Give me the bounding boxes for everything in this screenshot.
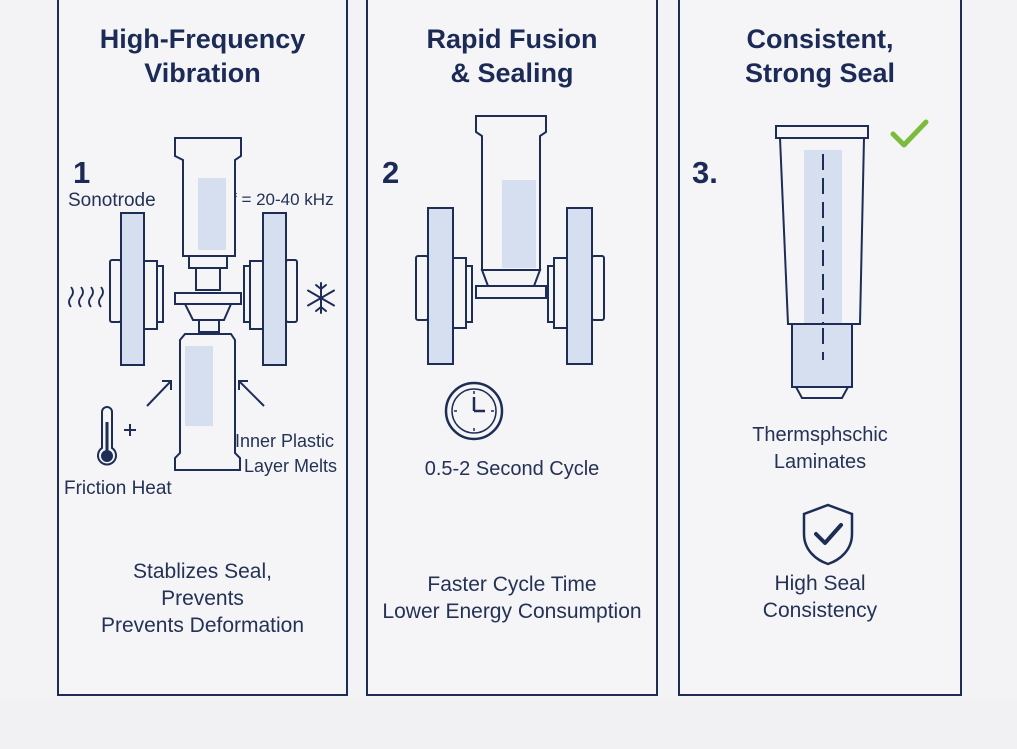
title-line-1: Consistent, — [746, 24, 894, 54]
panel-consistent-seal: Consistent, Strong Seal 3. Thermsphschic… — [678, 0, 962, 696]
footer-line-2: Lower Energy Consumption — [382, 600, 642, 623]
heat-waves-icon — [68, 286, 104, 308]
footer-line-2: Consistency — [762, 599, 878, 622]
checkmark-icon — [890, 119, 929, 148]
sonotrode-label: Sonotrode — [68, 190, 156, 211]
panel-3-footer: High Seal Consistency — [680, 570, 960, 624]
panel-2-footer: Faster Cycle Time Lower Energy Consumpti… — [368, 571, 656, 625]
sealed-tube-illustration — [775, 125, 869, 399]
bottom-band — [0, 700, 1017, 749]
title-line-2: Strong Seal — [744, 58, 896, 88]
laminate-label: Thermsphschic Laminates — [680, 422, 960, 476]
frequency-label: f = 20-40 kHz — [232, 190, 334, 209]
laminate-line-2: Laminates — [773, 451, 867, 473]
step-number-3: 3. — [692, 155, 718, 190]
panel-vibration: High-Frequency Vibration 1 Sonotrode f =… — [57, 0, 348, 696]
shield-check-icon — [802, 503, 854, 566]
panel-fusion: Rapid Fusion & Sealing 2 — [366, 0, 658, 696]
panel-1-footer: Stablizes Seal, Prevents Prevents Deform… — [59, 558, 346, 639]
cycle-time-label: 0.5-2 Second Cycle — [424, 458, 600, 480]
step-number-1: 1 — [73, 155, 91, 190]
title-line-1: Rapid Fusion — [426, 24, 598, 54]
footer-line-1: High Seal — [774, 572, 866, 595]
footer-line-1: Faster Cycle Time — [427, 573, 597, 596]
fusion-illustration — [415, 115, 605, 365]
panel-3-title: Consistent, Strong Seal — [680, 22, 960, 90]
step-number-2: 2 — [382, 155, 400, 190]
laminate-line-1: Thermsphschic — [752, 424, 888, 446]
clock-icon — [444, 381, 504, 441]
inner-plastic-label-1: Inner Plastic — [235, 431, 335, 451]
title-line-1: High-Frequency — [99, 24, 306, 54]
footer-line-1: Stablizes Seal, — [133, 560, 272, 583]
inner-plastic-label-2: Layer Melts — [244, 456, 338, 476]
title-line-2: & Sealing — [450, 58, 574, 88]
footer-line-3: Prevents Deformation — [100, 614, 305, 637]
footer-line-2: Prevents — [161, 587, 244, 610]
friction-heat-label: Friction Heat — [64, 478, 172, 499]
vibration-illustration — [109, 137, 298, 471]
thermometer-icon — [97, 406, 136, 466]
title-line-2: Vibration — [144, 58, 261, 88]
snowflake-icon — [307, 282, 335, 314]
panel-2-title: Rapid Fusion & Sealing — [368, 22, 656, 90]
panel-1-title: High-Frequency Vibration — [59, 22, 346, 90]
